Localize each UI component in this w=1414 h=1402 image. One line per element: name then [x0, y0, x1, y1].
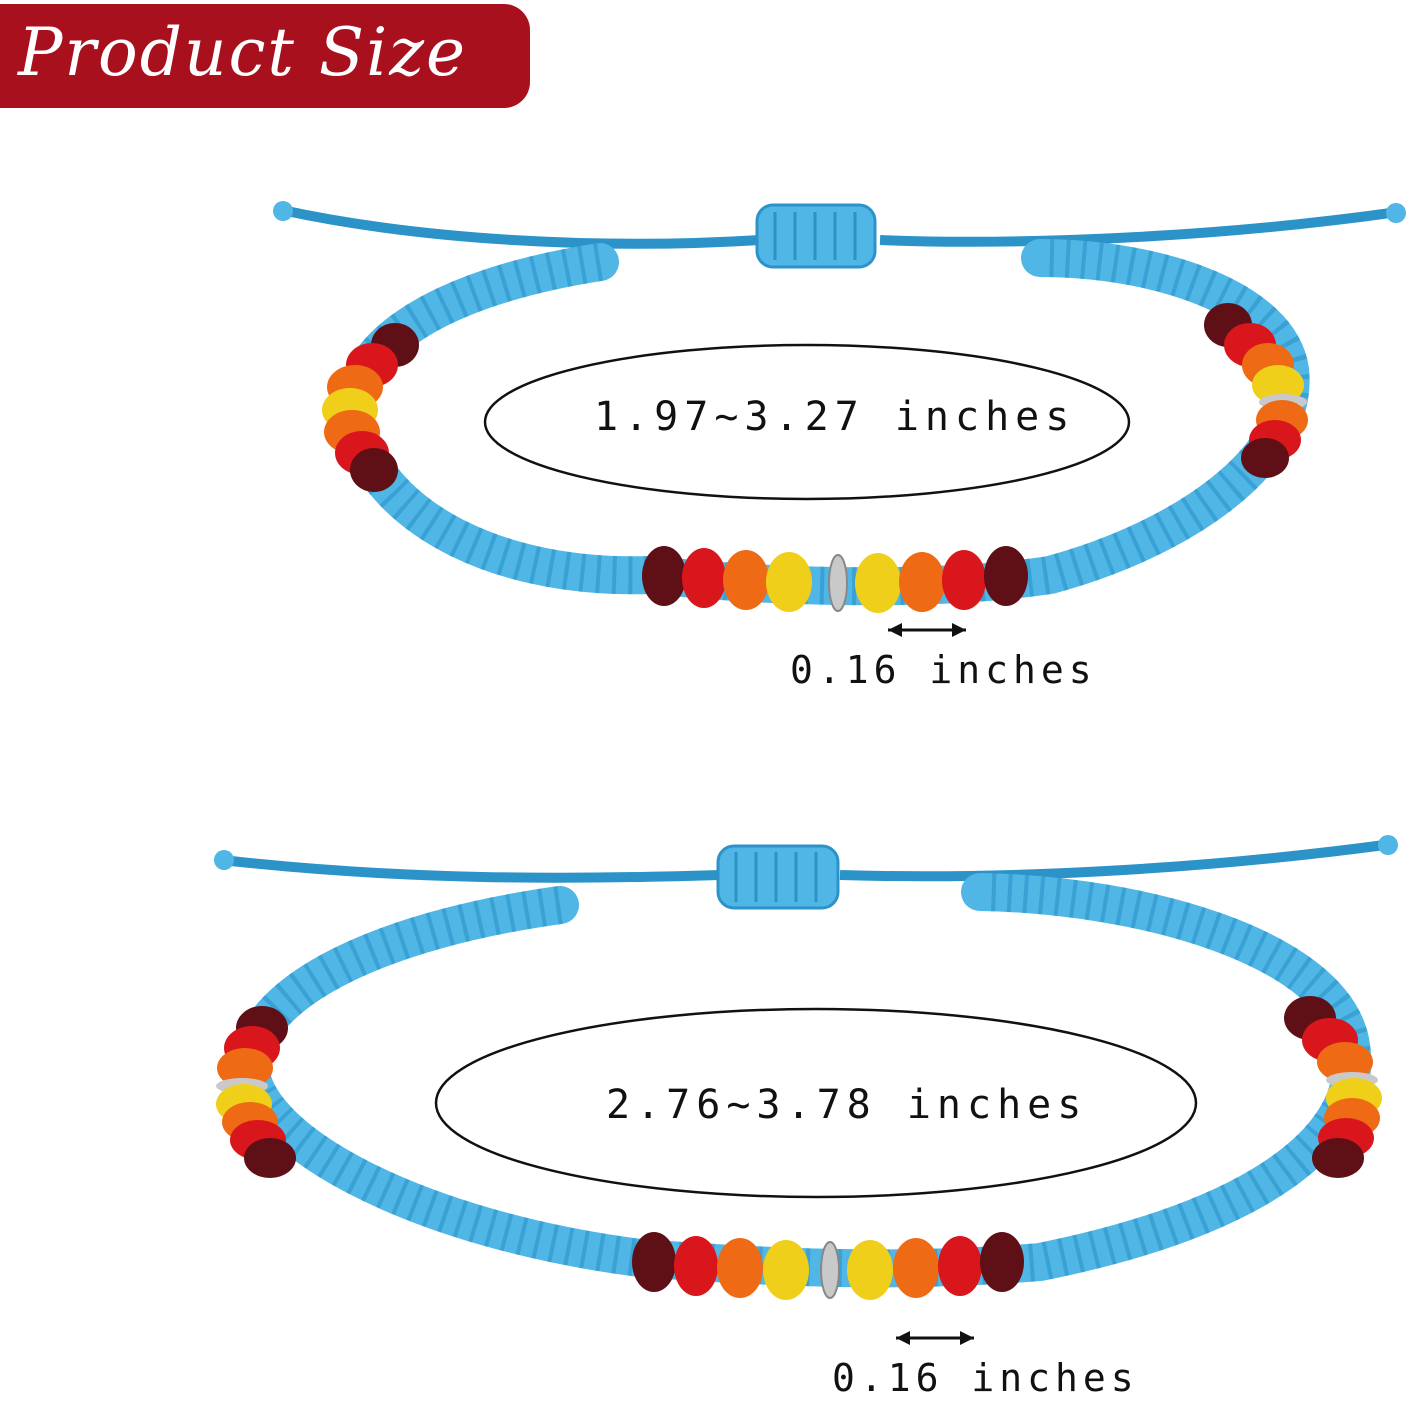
bracelet-large [214, 835, 1398, 1345]
measure-oval-2 [434, 1007, 1198, 1199]
bead-size-label-1: 0.16 inches [790, 648, 1097, 692]
bead-width-arrow-2 [896, 1331, 974, 1345]
bracelet-small [273, 201, 1406, 637]
length-range-label-1: 1.97~3.27 inches [594, 394, 1076, 440]
measure-oval-1 [483, 343, 1131, 501]
bead-size-label-2: 0.16 inches [832, 1356, 1139, 1400]
banner-title: Product Size [18, 14, 468, 91]
bead-width-arrow-1 [888, 623, 966, 637]
product-size-banner: Product Size [0, 4, 530, 108]
length-range-label-2: 2.76~3.78 inches [606, 1082, 1088, 1128]
